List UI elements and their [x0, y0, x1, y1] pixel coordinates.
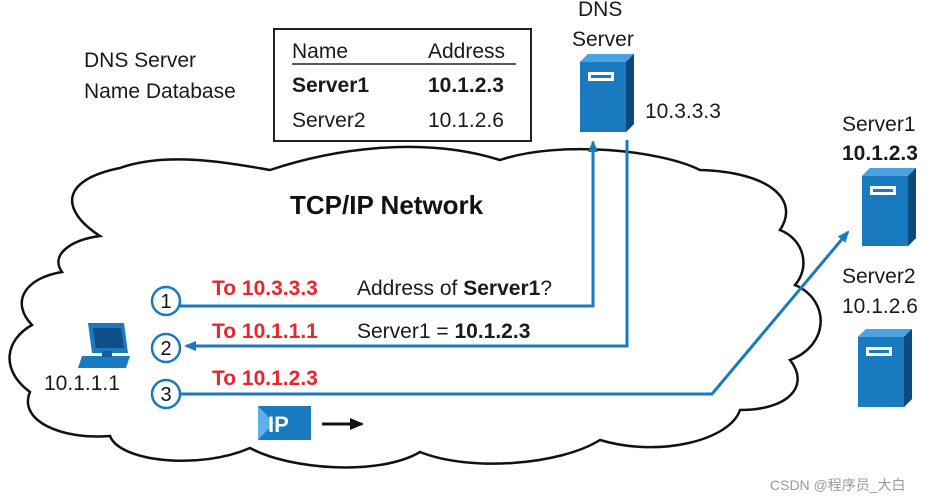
client-ip: 10.1.1.1 [44, 372, 120, 395]
dns-server-icon [580, 54, 634, 132]
step-3-destination: To 10.1.2.3 [212, 367, 318, 390]
server2-ip: 10.1.2.6 [842, 295, 918, 318]
step-1-arrow [180, 140, 598, 308]
step-3-arrow [180, 230, 850, 396]
step-1-badge [150, 285, 182, 317]
db-header-address: Address [428, 40, 505, 63]
server1-icon [862, 168, 916, 246]
dns-label-line2: Server [572, 28, 634, 51]
db-table-border [273, 28, 532, 142]
step-2-message: Server1 = 10.1.2.3 [357, 320, 530, 343]
server1-ip: 10.1.2.3 [842, 142, 918, 165]
step-3-number: 3 [160, 384, 171, 406]
db-row1-address: 10.1.2.3 [428, 74, 504, 97]
network-title: TCP/IP Network [290, 190, 484, 220]
db-row2-address: 10.1.2.6 [428, 109, 504, 132]
server2-icon [858, 329, 912, 407]
step-2-destination: To 10.1.1.1 [212, 320, 318, 343]
step-1-number: 1 [160, 291, 171, 313]
db-row2-name: Server2 [292, 109, 366, 132]
db-header-name: Name [292, 40, 348, 63]
dns-ip: 10.3.3.3 [645, 100, 721, 123]
step-1-destination: To 10.3.3.3 [212, 277, 318, 300]
watermark: CSDN @程序员_大白 [770, 477, 906, 493]
step-2-number: 2 [160, 338, 171, 360]
ip-packet-icon: IP [258, 406, 311, 440]
step-2-badge [150, 332, 182, 364]
client-pc-icon [78, 323, 130, 368]
db-caption-line1: DNS Server [84, 49, 196, 72]
step-2-arrow [184, 140, 629, 351]
db-table: Name Address Server1 10.1.2.3 Server2 10… [273, 28, 532, 142]
db-row1-name: Server1 [292, 74, 369, 97]
server2-name: Server2 [842, 265, 916, 288]
db-caption-line2: Name Database [84, 80, 236, 103]
ip-packet-label: IP [268, 412, 289, 437]
dns-label-line1: DNS [578, 0, 622, 21]
step-1-message: Address of Server1? [357, 277, 552, 300]
server1-name: Server1 [842, 113, 916, 136]
